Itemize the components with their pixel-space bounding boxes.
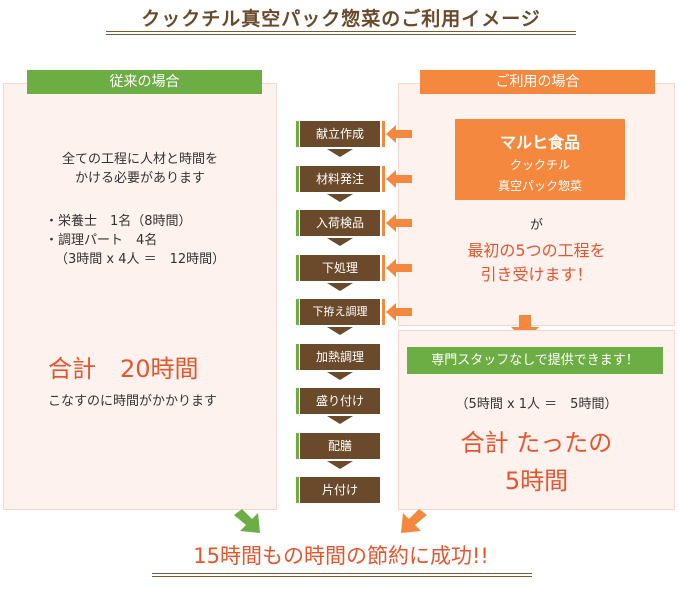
left-arrow-icon [386, 259, 412, 277]
step-down-arrow-icon [327, 416, 353, 424]
left-arrow-icon [386, 170, 412, 188]
service-calc: （5時間 x 1人 ＝ 5時間） [455, 397, 618, 412]
title-underline [106, 31, 576, 35]
process-step: 材料発注 [296, 166, 385, 192]
left-arrow-icon [386, 303, 412, 321]
process-step: 入荷検品 [296, 210, 385, 236]
diagonal-arrow-left-icon [234, 509, 260, 533]
brand-sub1: クックチル [509, 158, 570, 172]
takeover-line1: 最初の5つの工程を [467, 241, 606, 260]
conventional-panel [3, 83, 277, 510]
staff-item-dietitian: ・栄養士 1名（8時間） [45, 214, 192, 229]
brand-sub2: 真空パック惣菜 [497, 179, 582, 193]
service-total-line1: 合計 たったの [460, 429, 613, 457]
savings-message: 15時間もの時間の節約に成功!! [193, 544, 489, 568]
step-down-arrow-icon [327, 461, 353, 469]
step-down-arrow-icon [327, 238, 353, 246]
conventional-total-sub: こなすのに時間がかかります [48, 394, 218, 409]
page-title: クックチル真空パック惣菜のご利用イメージ [141, 8, 541, 30]
brand-box: マルヒ食品 クックチル 真空パック惣菜 [455, 119, 625, 200]
conventional-total: 合計 20時間 [48, 355, 199, 383]
conventional-label: 従来の場合 [27, 70, 262, 94]
service-total-line2: 5時間 [504, 467, 569, 495]
left-arrow-icon [386, 125, 412, 143]
no-staff-banner: 専門スタッフなしで提供できます！ [407, 347, 663, 374]
process-step: 下拵え調理 [296, 299, 385, 325]
down-arrow-icon [511, 315, 539, 341]
particle-ga: が [529, 218, 543, 233]
step-down-arrow-icon [327, 194, 353, 202]
process-step: 盛り付け [296, 388, 380, 414]
takeover-line2: 引き受けます！ [480, 265, 593, 284]
step-down-arrow-icon [327, 283, 353, 291]
process-step: 下処理 [296, 255, 385, 281]
conventional-desc-line2: かける必要があります [74, 171, 205, 186]
diagonal-arrow-right-icon [401, 509, 427, 533]
step-down-arrow-icon [327, 327, 353, 335]
process-step: 配膳 [296, 433, 380, 459]
process-step: 献立作成 [296, 121, 385, 147]
step-down-arrow-icon [327, 372, 353, 380]
savings-underline [152, 573, 532, 577]
service-label: ご利用の場合 [420, 70, 655, 94]
step-down-arrow-icon [327, 149, 353, 157]
process-step: 加熱調理 [296, 344, 380, 370]
conventional-desc-line1: 全ての工程に人材と時間を [61, 152, 218, 167]
brand-name: マルヒ食品 [499, 133, 580, 152]
staff-item-parttime: ・調理パート 4名 [45, 233, 158, 248]
process-step: 片付け [296, 477, 380, 503]
left-arrow-icon [386, 214, 412, 232]
staff-item-calc: （3時間 x 4人 ＝ 12時間） [55, 252, 226, 267]
